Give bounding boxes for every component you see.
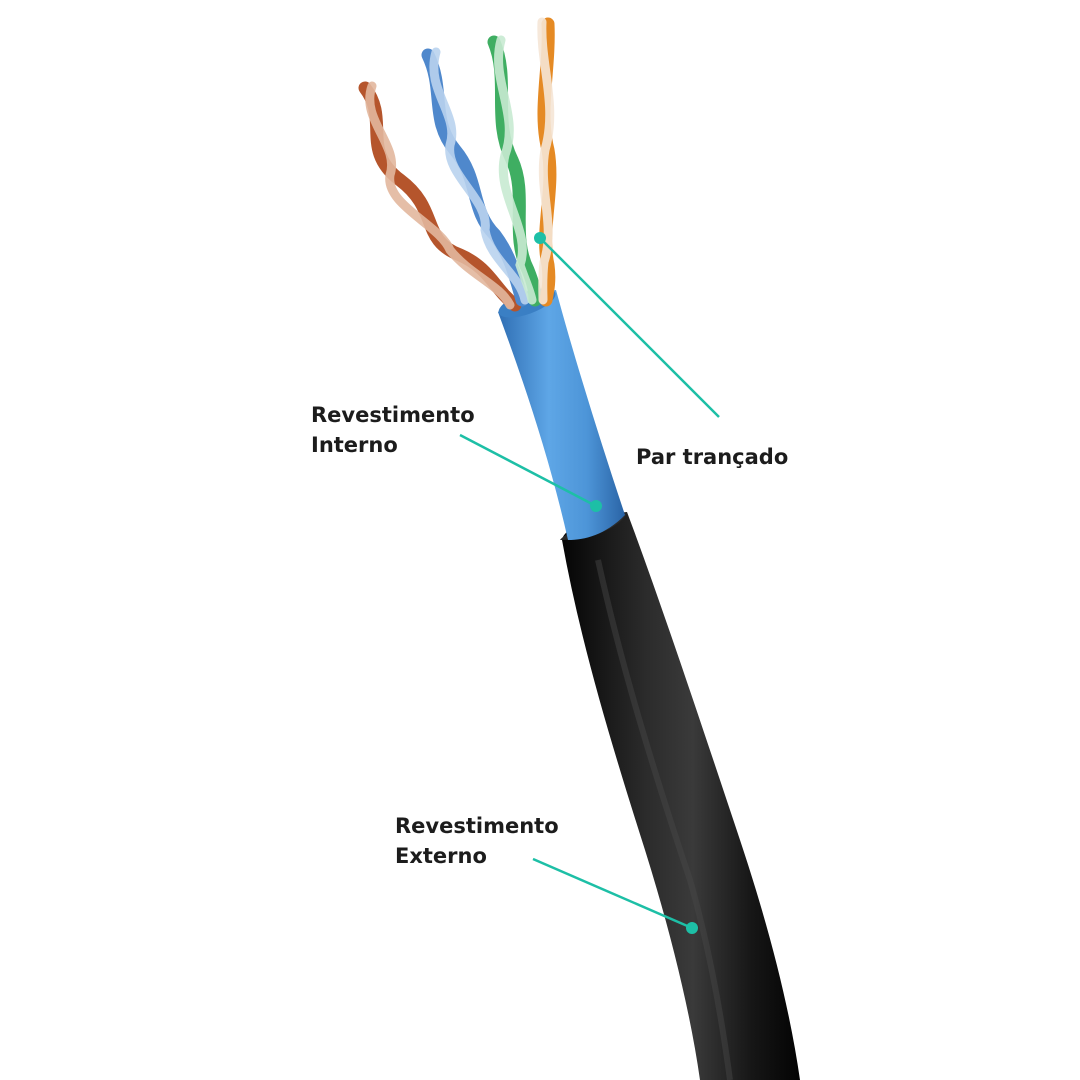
callouts	[459, 232, 720, 934]
callout-line-revestimento-interno	[459, 433, 597, 508]
label-revestimento-externo-line1: Revestimento	[395, 814, 559, 838]
twisted-pairs	[358, 17, 557, 312]
callout-dot-revestimento-interno	[590, 500, 602, 512]
callout-line-par-trancado	[539, 237, 720, 418]
pair-blue-wire-b	[429, 47, 530, 305]
label-par-trancado-line1: Par trançado	[636, 445, 789, 469]
callout-line-revestimento-externo	[532, 857, 693, 930]
outer-jacket	[562, 512, 800, 1080]
label-revestimento-interno-line2: Interno	[311, 433, 398, 457]
label-revestimento-interno-line1: Revestimento	[311, 403, 475, 427]
inner-jacket	[498, 290, 625, 540]
label-revestimento-interno: Revestimento Interno	[311, 400, 475, 460]
label-revestimento-externo-line2: Externo	[395, 844, 487, 868]
pair-orange-wire-b	[537, 17, 555, 305]
callout-dot-par-trancado	[534, 232, 546, 244]
pair-green-wire-b	[494, 35, 537, 305]
label-par-trancado: Par trançado	[636, 442, 788, 472]
label-revestimento-externo: Revestimento Externo	[395, 811, 559, 871]
outer-jacket-highlight	[595, 559, 733, 1080]
pair-brown-wire-b	[365, 81, 515, 310]
callout-dot-revestimento-externo	[686, 922, 698, 934]
